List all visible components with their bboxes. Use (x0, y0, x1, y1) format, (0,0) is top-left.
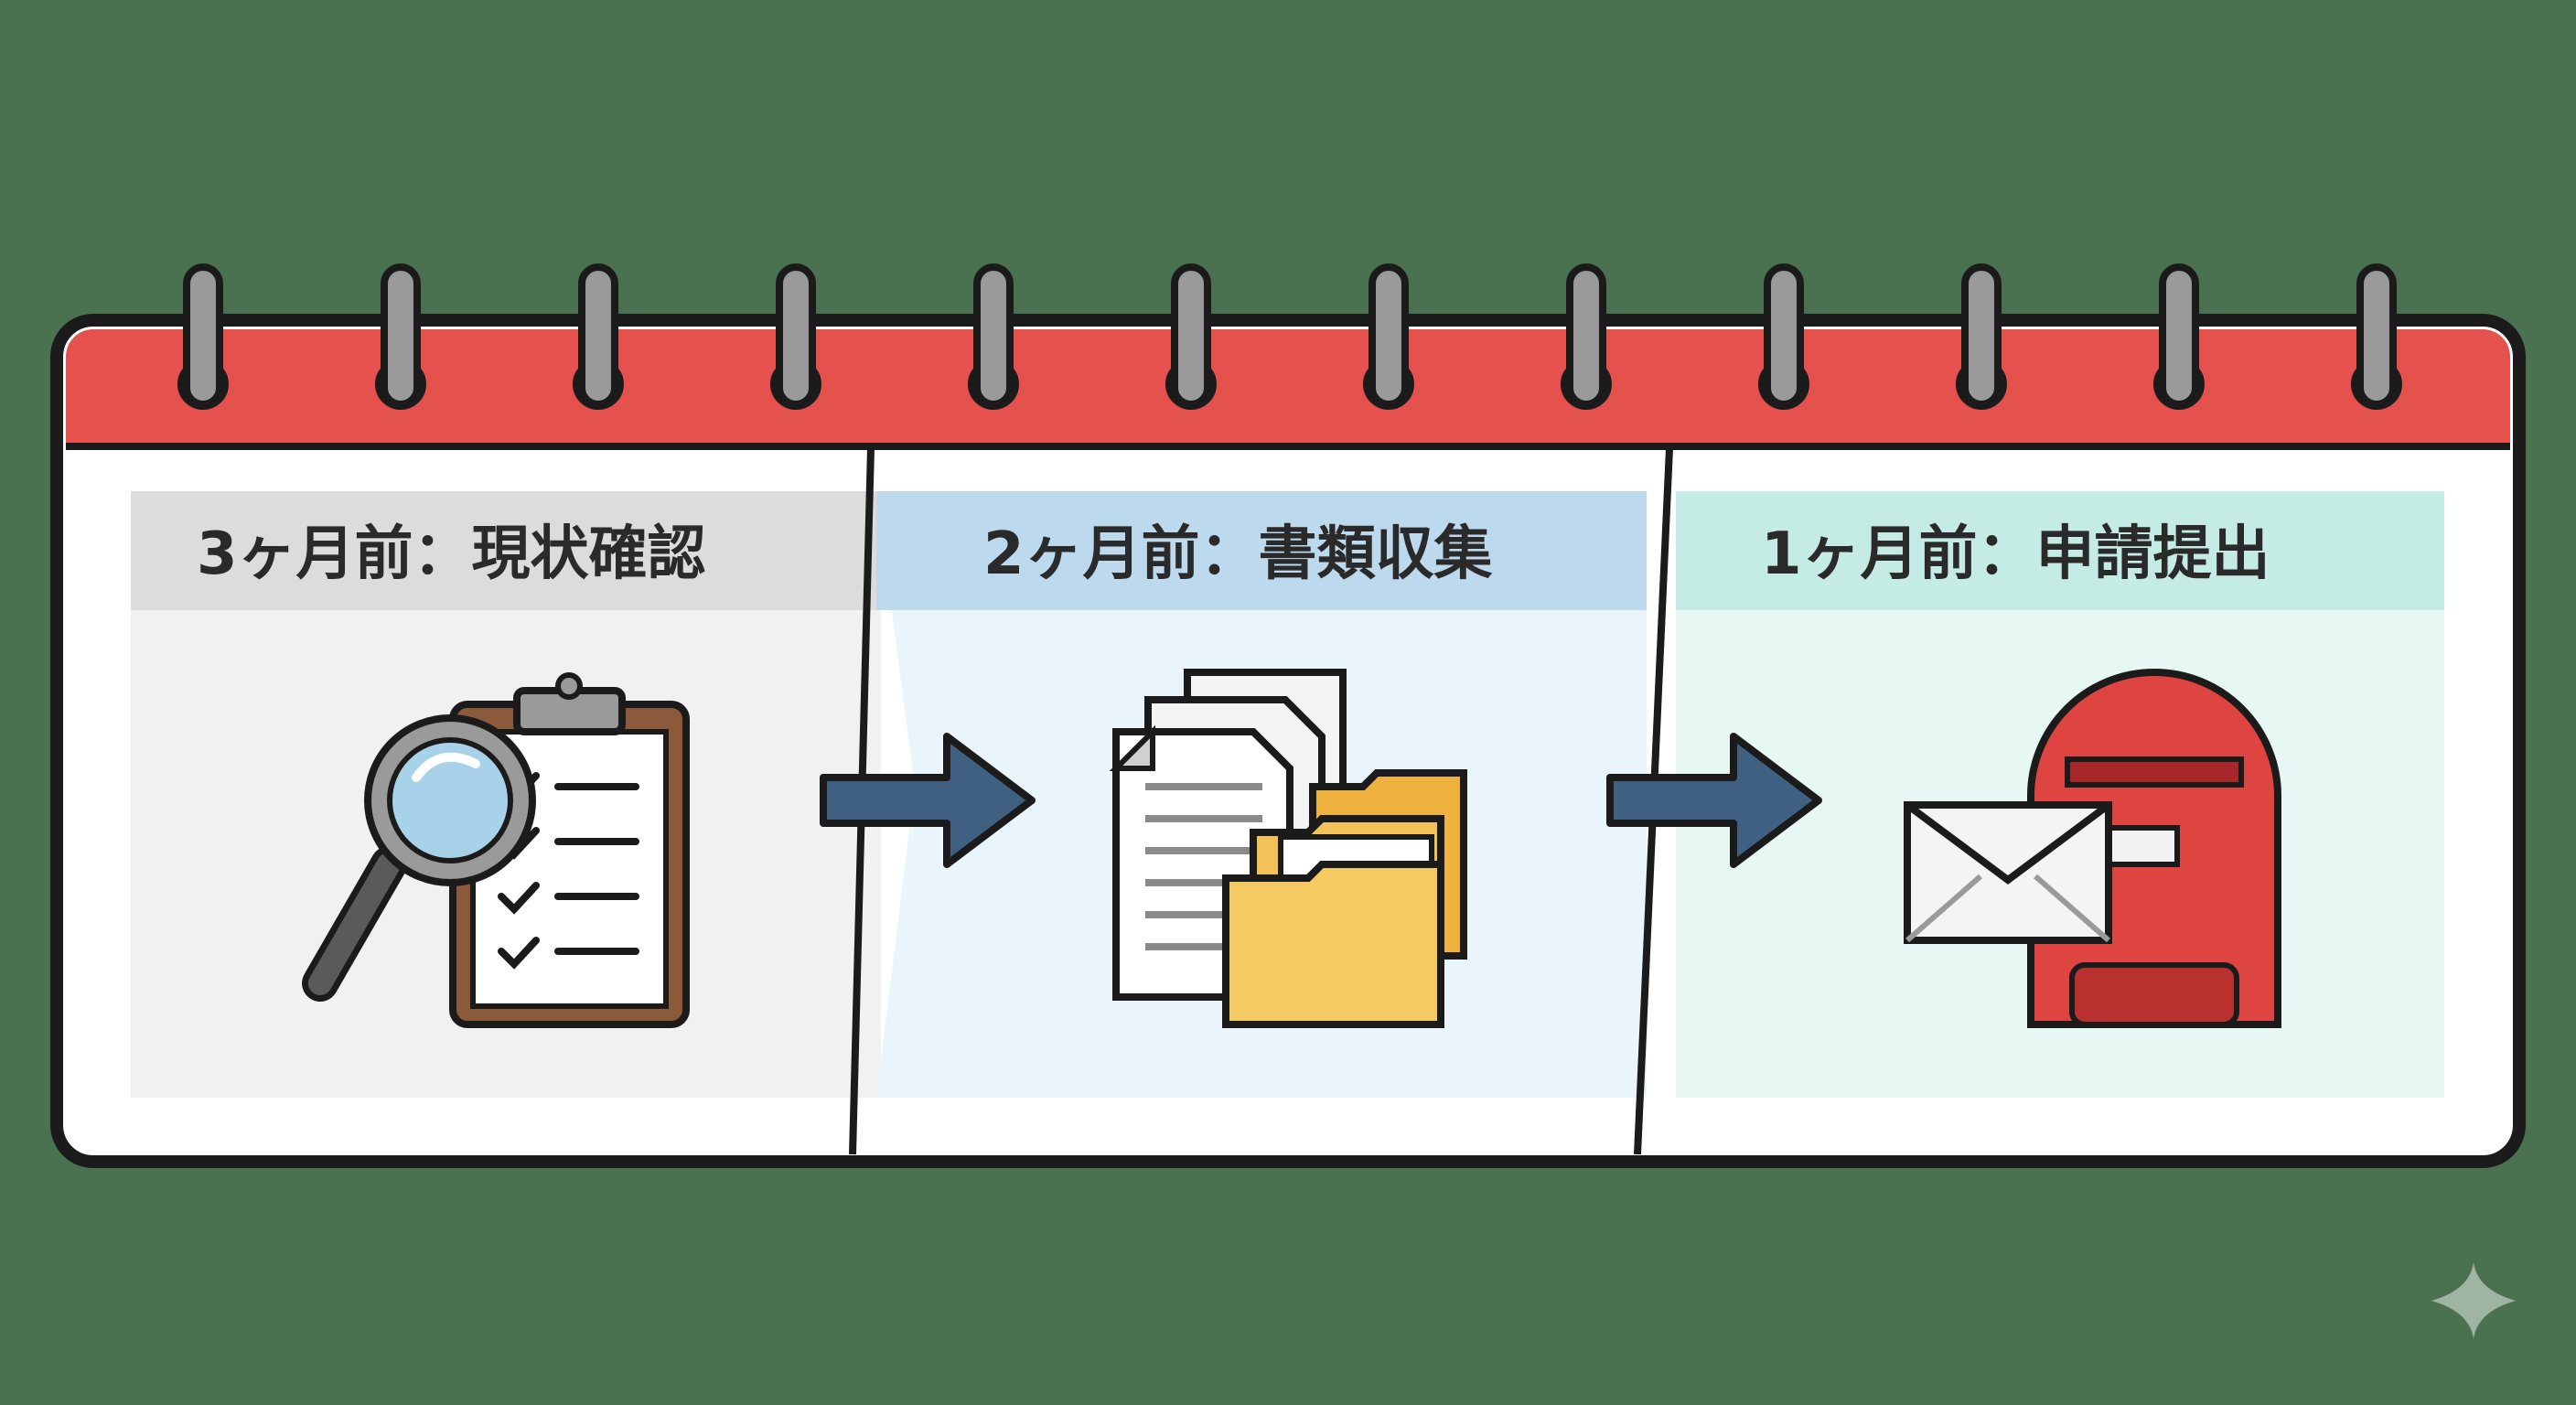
arrow-right-icon (820, 733, 1036, 868)
documents-folder-icon (1109, 669, 1467, 1028)
ring (1363, 263, 1414, 410)
stage-title-3: 1ヶ月前：申請提出 (1761, 520, 2270, 588)
stage-title-1: 3ヶ月前：現状確認 (197, 520, 706, 588)
ring (573, 263, 624, 410)
ring (770, 263, 821, 410)
clipboard-magnifier-icon (302, 672, 690, 1028)
ring (375, 263, 426, 410)
ring (1758, 263, 1809, 410)
ring (2351, 263, 2402, 410)
arrow-right-icon (1606, 733, 1822, 868)
ring (968, 263, 1019, 410)
ring (1165, 263, 1217, 410)
stage-header-2 (876, 491, 1647, 610)
stage-header-1 (131, 491, 881, 610)
sparkle-icon (2431, 1262, 2516, 1339)
ring (1956, 263, 2007, 410)
ring (177, 263, 229, 410)
ring (1561, 263, 1612, 410)
stage-header-3 (1676, 491, 2444, 610)
ring (2153, 263, 2205, 410)
mailbox-envelope-icon (1904, 669, 2281, 1028)
stage-title-2: 2ヶ月前：書類収集 (983, 520, 1493, 588)
binder-rings (177, 263, 2402, 410)
